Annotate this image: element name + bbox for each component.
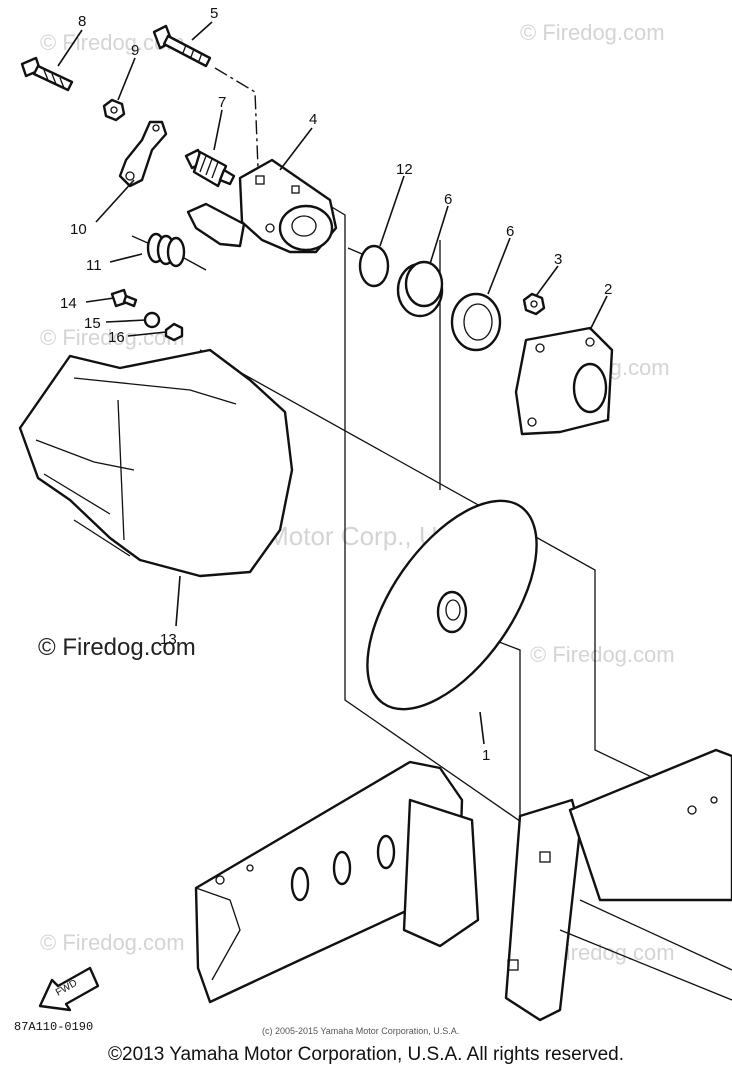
frame-assembly: [194, 748, 732, 1022]
part-spring-11: [131, 232, 207, 271]
part-pulley-1: [366, 499, 538, 711]
forward-direction-arrow: FWD: [38, 966, 100, 1012]
callout-14: 14: [60, 295, 77, 312]
part-bolt-8: [20, 56, 74, 92]
part-nut-3: [522, 292, 546, 316]
part-nut-16: [164, 322, 184, 342]
part-bracket-2: [514, 326, 614, 436]
callout-6a: 6: [444, 191, 452, 208]
copyright-notice: ©2013 Yamaha Motor Corporation, U.S.A. A…: [108, 1044, 624, 1065]
leader-lines: [57, 21, 608, 745]
callout-10: 10: [70, 221, 87, 238]
part-seal-6b: [450, 292, 502, 352]
part-housing-4: [186, 158, 338, 254]
part-lever-10: [118, 120, 168, 188]
part-washer-15: [143, 311, 161, 329]
callout-7: 7: [218, 94, 226, 111]
callout-12: 12: [396, 161, 413, 178]
part-nut-9: [102, 98, 126, 122]
part-screw-14: [110, 288, 138, 308]
callout-numbers: 8 5 9 7 4 10 11 12 6 6 3 2 14 15 16 13 1: [60, 5, 612, 764]
callout-5: 5: [210, 5, 218, 22]
part-bolt-5: [152, 24, 212, 68]
callout-9: 9: [131, 42, 139, 59]
part-cover-13: [18, 348, 294, 578]
callout-8: 8: [78, 13, 86, 30]
watermark-firedog: © Firedog.com: [520, 20, 665, 45]
callout-13: 13: [160, 631, 177, 648]
diagram-code: 87A110-0190: [14, 1020, 94, 1034]
watermark-firedog: © Firedog.com: [40, 325, 185, 350]
watermark-firedog: © Firedog.com: [40, 930, 185, 955]
watermark-firedog-dark: © Firedog.com: [38, 634, 196, 661]
callout-6b: 6: [506, 223, 514, 240]
callout-11: 11: [86, 257, 102, 274]
part-cap-12: [347, 244, 390, 288]
callout-2: 2: [604, 281, 612, 298]
part-bearing-6a: [396, 260, 444, 318]
watermark-firedog: © Firedog.com: [530, 642, 675, 667]
small-credit-line: (c) 2005-2015 Yamaha Motor Corporation, …: [262, 1026, 460, 1036]
part-adjuster-7: [184, 148, 236, 188]
callout-15: 15: [84, 315, 101, 332]
callout-16: 16: [108, 329, 125, 346]
callout-3: 3: [554, 251, 562, 268]
callout-1: 1: [482, 747, 490, 764]
callout-4: 4: [309, 111, 317, 128]
